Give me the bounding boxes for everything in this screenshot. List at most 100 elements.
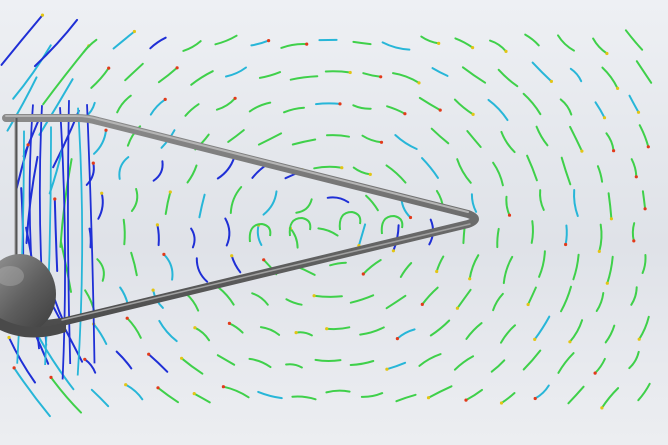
flow-trajectory-line [126, 317, 142, 339]
flow-trajectory-line [435, 255, 445, 273]
flow-trajectory-curl [380, 214, 404, 235]
flow-trajectory-line [53, 198, 59, 272]
flow-trajectory-line [568, 319, 584, 343]
flow-trajectory-line [317, 227, 339, 237]
flow-trajectory-line [492, 292, 504, 312]
flow-trajectory-line [251, 292, 269, 306]
flow-trajectory-line [59, 107, 66, 380]
flow-trajectory-line [193, 326, 211, 342]
flow-trajectory-line [186, 164, 198, 184]
flow-trajectory-line [427, 385, 453, 399]
flow-trajectory-line [641, 254, 647, 274]
flow-trajectory-line [418, 353, 442, 367]
trajectory-tip-marker [124, 383, 128, 387]
trajectory-tip-marker [192, 392, 196, 396]
flow-trajectory-line [97, 192, 104, 220]
trajectory-tip-marker [262, 258, 266, 262]
flow-trajectory-line [461, 66, 487, 84]
flow-trajectory-line [573, 189, 579, 217]
trajectory-tip-marker [632, 239, 636, 243]
trajectory-tip-marker [533, 396, 537, 401]
flow-trajectory-line [152, 160, 164, 182]
trajectory-tip-marker [340, 166, 344, 170]
flow-trajectory-line [396, 328, 416, 340]
flow-trajectory-line [429, 319, 451, 337]
flow-trajectory-line [349, 294, 375, 304]
flow-trajectory-line [214, 34, 238, 46]
flow-trajectory-curl [338, 210, 362, 231]
flow-trajectory-line [522, 92, 542, 116]
flow-trajectory-line [637, 382, 651, 402]
trajectory-tip-marker [395, 337, 399, 341]
flow-trajectory-line [295, 198, 313, 214]
flow-trajectory-line [453, 98, 475, 116]
flow-trajectory-line [325, 389, 351, 394]
flow-trajectory-line [216, 156, 236, 180]
flow-trajectory-line [116, 94, 132, 114]
trajectory-tip-marker [643, 207, 647, 211]
flow-trajectory-line [560, 156, 572, 186]
trajectory-tip-marker [417, 81, 421, 85]
trajectory-tip-marker [602, 116, 607, 120]
flow-trajectory-line [352, 166, 372, 176]
flow-trajectory-line [418, 96, 442, 112]
flow-trajectory-line [147, 353, 169, 373]
flow-trajectory-line [190, 70, 214, 86]
flow-trajectory-line [635, 60, 653, 84]
trajectory-tip-marker [104, 128, 108, 132]
flow-trajectory-line [149, 98, 167, 116]
trajectory-tip-marker [468, 277, 472, 281]
flow-trajectory-line [497, 68, 519, 88]
trajectory-tip-marker [338, 102, 342, 106]
flow-trajectory-line [531, 61, 553, 83]
flow-trajectory-line [360, 392, 384, 398]
flow-trajectory-line [215, 97, 237, 111]
flow-trajectory-line [118, 156, 130, 180]
flow-trajectory-line [522, 349, 542, 371]
trajectory-tip-marker [605, 281, 609, 285]
trajectory-tip-marker [233, 96, 237, 100]
flow-trajectory-line [352, 40, 372, 46]
flow-trajectory-line [96, 258, 105, 282]
flow-trajectory-line [229, 186, 243, 214]
flow-trajectory-line [248, 357, 272, 369]
trajectory-tip-marker [499, 401, 504, 405]
trajectory-tip-marker [147, 352, 151, 356]
flow-trajectory-line [500, 130, 516, 154]
flow-trajectory-line [557, 352, 575, 374]
trajectory-tip-marker [549, 79, 554, 83]
flow-trajectory-line [592, 37, 608, 55]
flow-trajectory-line [395, 393, 417, 403]
flow-trajectory-line [421, 157, 439, 179]
flow-trajectory-line [50, 376, 82, 414]
trajectory-tip-marker [438, 108, 442, 112]
flow-trajectory-line [258, 71, 282, 79]
flow-trajectory-line [76, 107, 84, 376]
trajectory-tip-marker [83, 357, 87, 361]
flow-trajectory-line [230, 254, 242, 274]
trajectory-tip-marker [420, 302, 424, 306]
flow-trajectory-line [164, 191, 172, 215]
flow-trajectory-line [122, 218, 126, 246]
flow-trajectory-line [256, 224, 263, 246]
flow-trajectory-line [326, 196, 350, 204]
flow-trajectory-line [315, 102, 341, 106]
flow-trajectory-line [313, 294, 343, 298]
flow-trajectory-line [156, 223, 160, 247]
flow-trajectory-line [119, 286, 129, 306]
trajectory-tip-marker [426, 396, 431, 400]
trajectory-tip-marker [193, 326, 197, 330]
flow-trajectory-line [257, 390, 283, 400]
flow-trajectory-line [12, 44, 52, 100]
model-hub-collar [0, 318, 66, 338]
trajectory-tip-marker [163, 97, 167, 101]
flow-trajectory-line [227, 129, 245, 143]
trajectory-tip-marker [361, 272, 365, 276]
trajectory-tip-marker [156, 386, 160, 390]
flow-trajectory-line [60, 241, 72, 293]
flow-trajectory-line [262, 190, 278, 216]
trajectory-tip-marker [325, 327, 329, 331]
flow-trajectory-line [180, 357, 204, 375]
